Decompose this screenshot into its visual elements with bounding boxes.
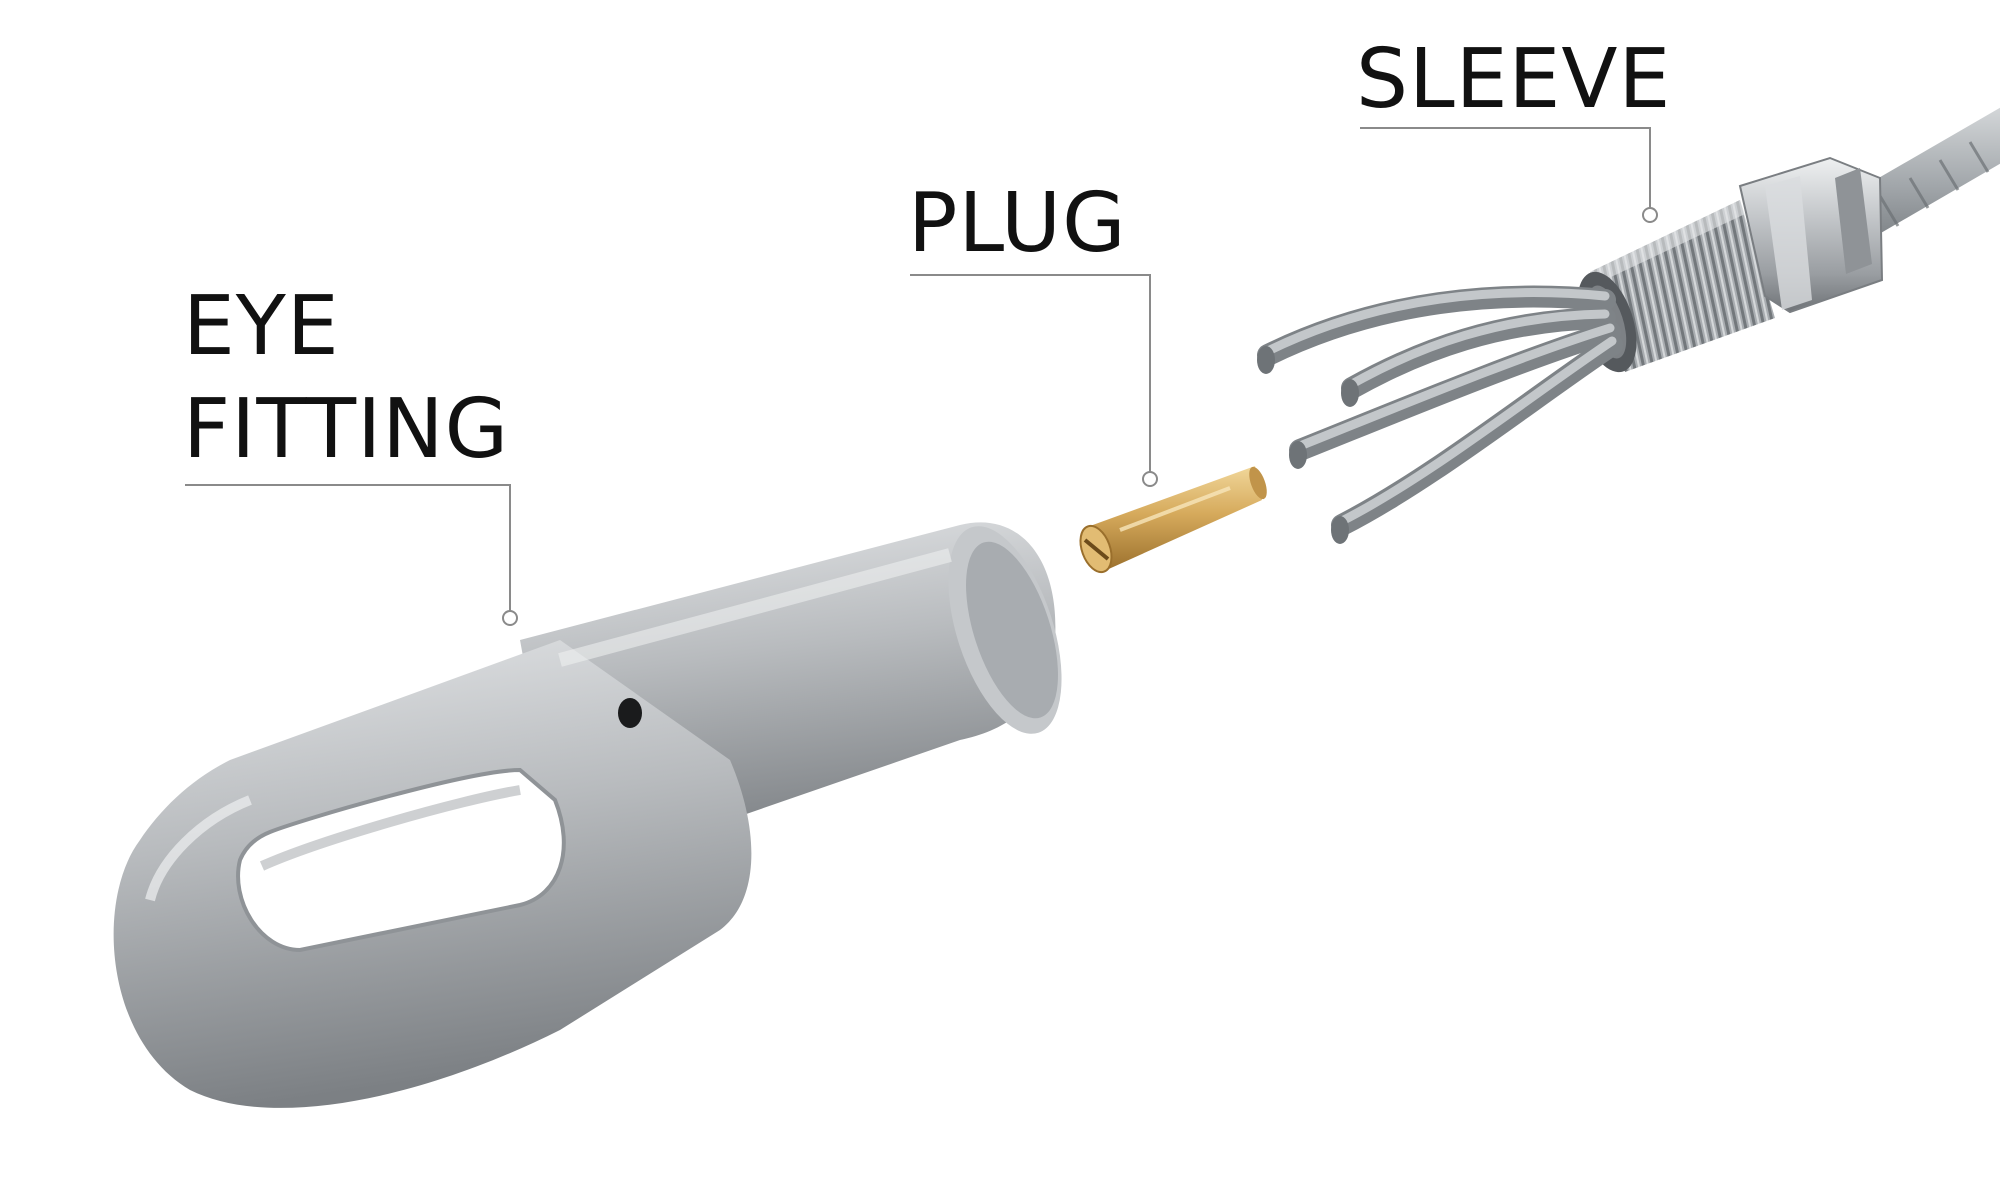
eye-fitting-leader-line: [185, 484, 518, 626]
plug-part: [1079, 466, 1267, 574]
pin-hole: [618, 698, 642, 728]
splayed-wire-strands: [1257, 285, 1623, 536]
eye-fitting-part: [113, 522, 1062, 1108]
sleeve-label: SLEEVE: [1356, 32, 1672, 127]
eye-fitting-label-line2: FITTING: [183, 382, 510, 477]
sleeve-leader-line: [1360, 127, 1658, 223]
plug-leader-line: [910, 274, 1158, 487]
eye-fitting-label-line1: EYE: [183, 279, 340, 374]
strand-ends: [1257, 346, 1359, 544]
plug-label: PLUG: [908, 176, 1127, 271]
